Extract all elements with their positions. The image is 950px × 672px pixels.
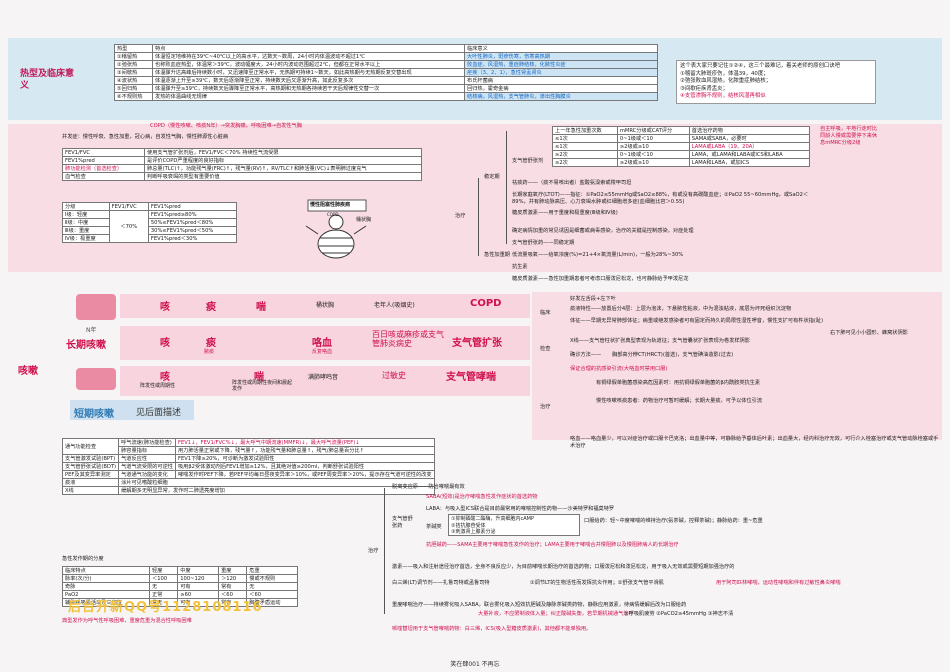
- copd-acute-2: 低流量吸氧——给氧浓度(%)=21+4×氧流量(L/min)，一般为28%~30…: [512, 252, 684, 258]
- fever-mnemonic-box: 这个表大家只要记住①②④，这三个最难记，着关老师的原创口诀吧 ①稽留大肺斑疹伤，…: [676, 60, 876, 104]
- copd-acute-3: 抗生素: [512, 264, 528, 270]
- table-row: ②弛张热也称败血症热型，体温常＞39℃，波动幅度大，24小时内波动范围超过2℃，…: [114, 60, 658, 69]
- table-row: ①稽留热体温恒定地维持在39℃~40℃以上的高水平，达数天~数周，24小时内体温…: [114, 52, 658, 61]
- cough-label: 咳嗽: [18, 366, 38, 377]
- bronch-clinical: 临床: [540, 310, 551, 316]
- table-row: ④波状热体温逐渐上升至≥39℃，数天后逐渐降至正常，持续数天后又逐渐升高，如此反…: [114, 76, 658, 85]
- theo-box: ①抑制磷酸二酯酶，升高细胞内cAMP ②拮抗腺苷受体 ③刺激肾上腺素分泌: [448, 514, 580, 536]
- table-row: PEF及其变异率测定气道通气功能的变化哮喘发作时PEF下降，若PEF平均每日昼夜…: [61, 470, 435, 479]
- cough-row-3: [120, 366, 530, 396]
- severity-note: 典型发作为呼气性呼吸困难，重度危重为混合性呼吸困难: [62, 618, 192, 624]
- fever-header-type: 热型: [114, 44, 153, 53]
- copd-intro-2: 并发症：慢性呼衰、急性加重，冠心病，自发性气胸，慢性肺源性心脏病: [62, 134, 229, 140]
- table-row: ③间歇热体温骤升达高峰后持续数小时，又迅速降至正常水平，无热期可持续1~数天，如…: [114, 68, 658, 77]
- copd-treat-label: 治疗: [455, 213, 466, 219]
- copd-intro-1: COPD（慢性咳嗽、咳痰N年）→突发胸痛，呼吸困难→自发性气胸: [150, 123, 302, 129]
- fever-header-feature: 特点: [152, 44, 465, 53]
- fever-table: 热型 特点 临床意义 ①稽留热体温恒定地维持在39℃~40℃以上的高水平，达数天…: [114, 44, 658, 101]
- copd-acute-4: 糖皮质激素——急性加重期患者可考虑口服泼尼松龙，也可静脉给予甲泼尼龙: [512, 276, 689, 282]
- copd-item-1: 长期家庭氧疗(LTOT)——指征：①PaO2≤55mmHg或SaO2≤88%，有…: [512, 192, 809, 205]
- long-cough-label: 长期咳嗽: [66, 340, 106, 351]
- copd-stable-label: 稳定期: [484, 174, 500, 180]
- cough-row-2: [120, 326, 530, 360]
- fever-section-title: 热型及临床意义: [20, 69, 75, 91]
- asthma-test-table: 通气功能检查呼气流速(肺功能检查)FEV1↓，FEV1/FVC%↓，最大呼气中期…: [61, 438, 435, 495]
- copd-cartoon: 慢性阻塞性肺疾病 COPD 桶状胸: [300, 198, 376, 266]
- table-row: 血气检查判断呼吸衰竭的类型有重要价值: [62, 172, 422, 181]
- table-row: Ⅰ级：轻度＜70%FEV1%pred≥80%: [62, 210, 238, 243]
- cartoon-label: 慢性阻塞性肺疾病: [310, 202, 351, 208]
- copd-acute-1: 支气管舒张药——同稳定期: [512, 240, 575, 246]
- cough-row-1: [120, 294, 530, 318]
- copd-item-0: 祛痰药——（痰不易咳出者）盐酸氨溴索或羧甲司坦: [512, 180, 632, 186]
- table-row: 支气管舒张试验(BDT)气道气流受限的可逆性吸用β2受体激动剂后FEV1增加≥1…: [61, 462, 435, 471]
- bronch-treat: 治疗: [540, 404, 551, 410]
- copd-acute-label: 急性加重期: [484, 252, 510, 258]
- short-cough-label: 短期咳嗽: [74, 409, 114, 420]
- copd-acute-0: 确定病情加重的常见诱因是细菌或病毒感染，治疗的关键是控制感染，对症处理: [512, 228, 694, 234]
- copd-bronchodilator: 支气管舒张剂: [512, 158, 544, 164]
- fever-header-meaning: 临床意义: [464, 44, 658, 53]
- bronch-band: [532, 292, 942, 440]
- table-row: 肺容量指标用力肺活量正常或下降，残气量↑，功能残气量和肺总量↑，残气/肺总量百分…: [63, 446, 435, 455]
- cough-marker-mid: [76, 368, 116, 390]
- table-row: ⑤回归热体温骤升至≥39℃，持续数天后骤降至正常水平，高热期和无热期各持续若干天…: [114, 84, 658, 93]
- bronch-check: 检查: [540, 346, 551, 352]
- cartoon-tag: 桶状胸: [356, 217, 372, 223]
- table-row: X线缓解期多无明显异常，发作时二肺透亮度增加: [61, 486, 435, 495]
- asthma-treat-label: 治疗: [368, 548, 379, 554]
- table-row: ⑥不规则热发热的体温曲线无规律结核病，风湿热，支气管肺炎，渗出性胸膜炎: [114, 92, 658, 101]
- short-cough-band: [70, 400, 194, 420]
- table-row: 痰液涂片可见嗜酸粒细胞: [61, 478, 435, 487]
- table-row: 肺功能检测（首选检查）肺总量(TLC)↑，功能残气量(FRC)↑，残气量(RV)…: [62, 164, 422, 173]
- table-row: 辅助呼吸肌活动及三凹征常无可有常有胸腹矛盾运动: [61, 598, 298, 607]
- short-cough-desc: 见后面描述: [136, 408, 182, 418]
- cartoon-sub: COPD: [327, 212, 339, 217]
- page-footer: 笑在肆001 不再忘: [450, 661, 500, 668]
- copd-side-note: 自主呼吸，平地行走时比同龄人慢或需要停下来休息mMRC分级2级: [820, 126, 878, 146]
- table-row: 奇脉无可有常有无: [61, 582, 298, 591]
- cough-marker-top: [76, 294, 116, 320]
- severity-title: 急性发作期的分度: [62, 556, 104, 562]
- cough-n-year: N年: [86, 327, 97, 334]
- watermark: 后台开新QQ号1128108116: [68, 600, 263, 615]
- copd-item-2: 糖皮质激素——用于重度和极重度(Ⅲ级和Ⅳ级): [512, 210, 618, 216]
- table-row: 通气功能检查呼气流速(肺功能检查)FEV1↓，FEV1/FVC%↓，最大呼气中期…: [61, 438, 435, 455]
